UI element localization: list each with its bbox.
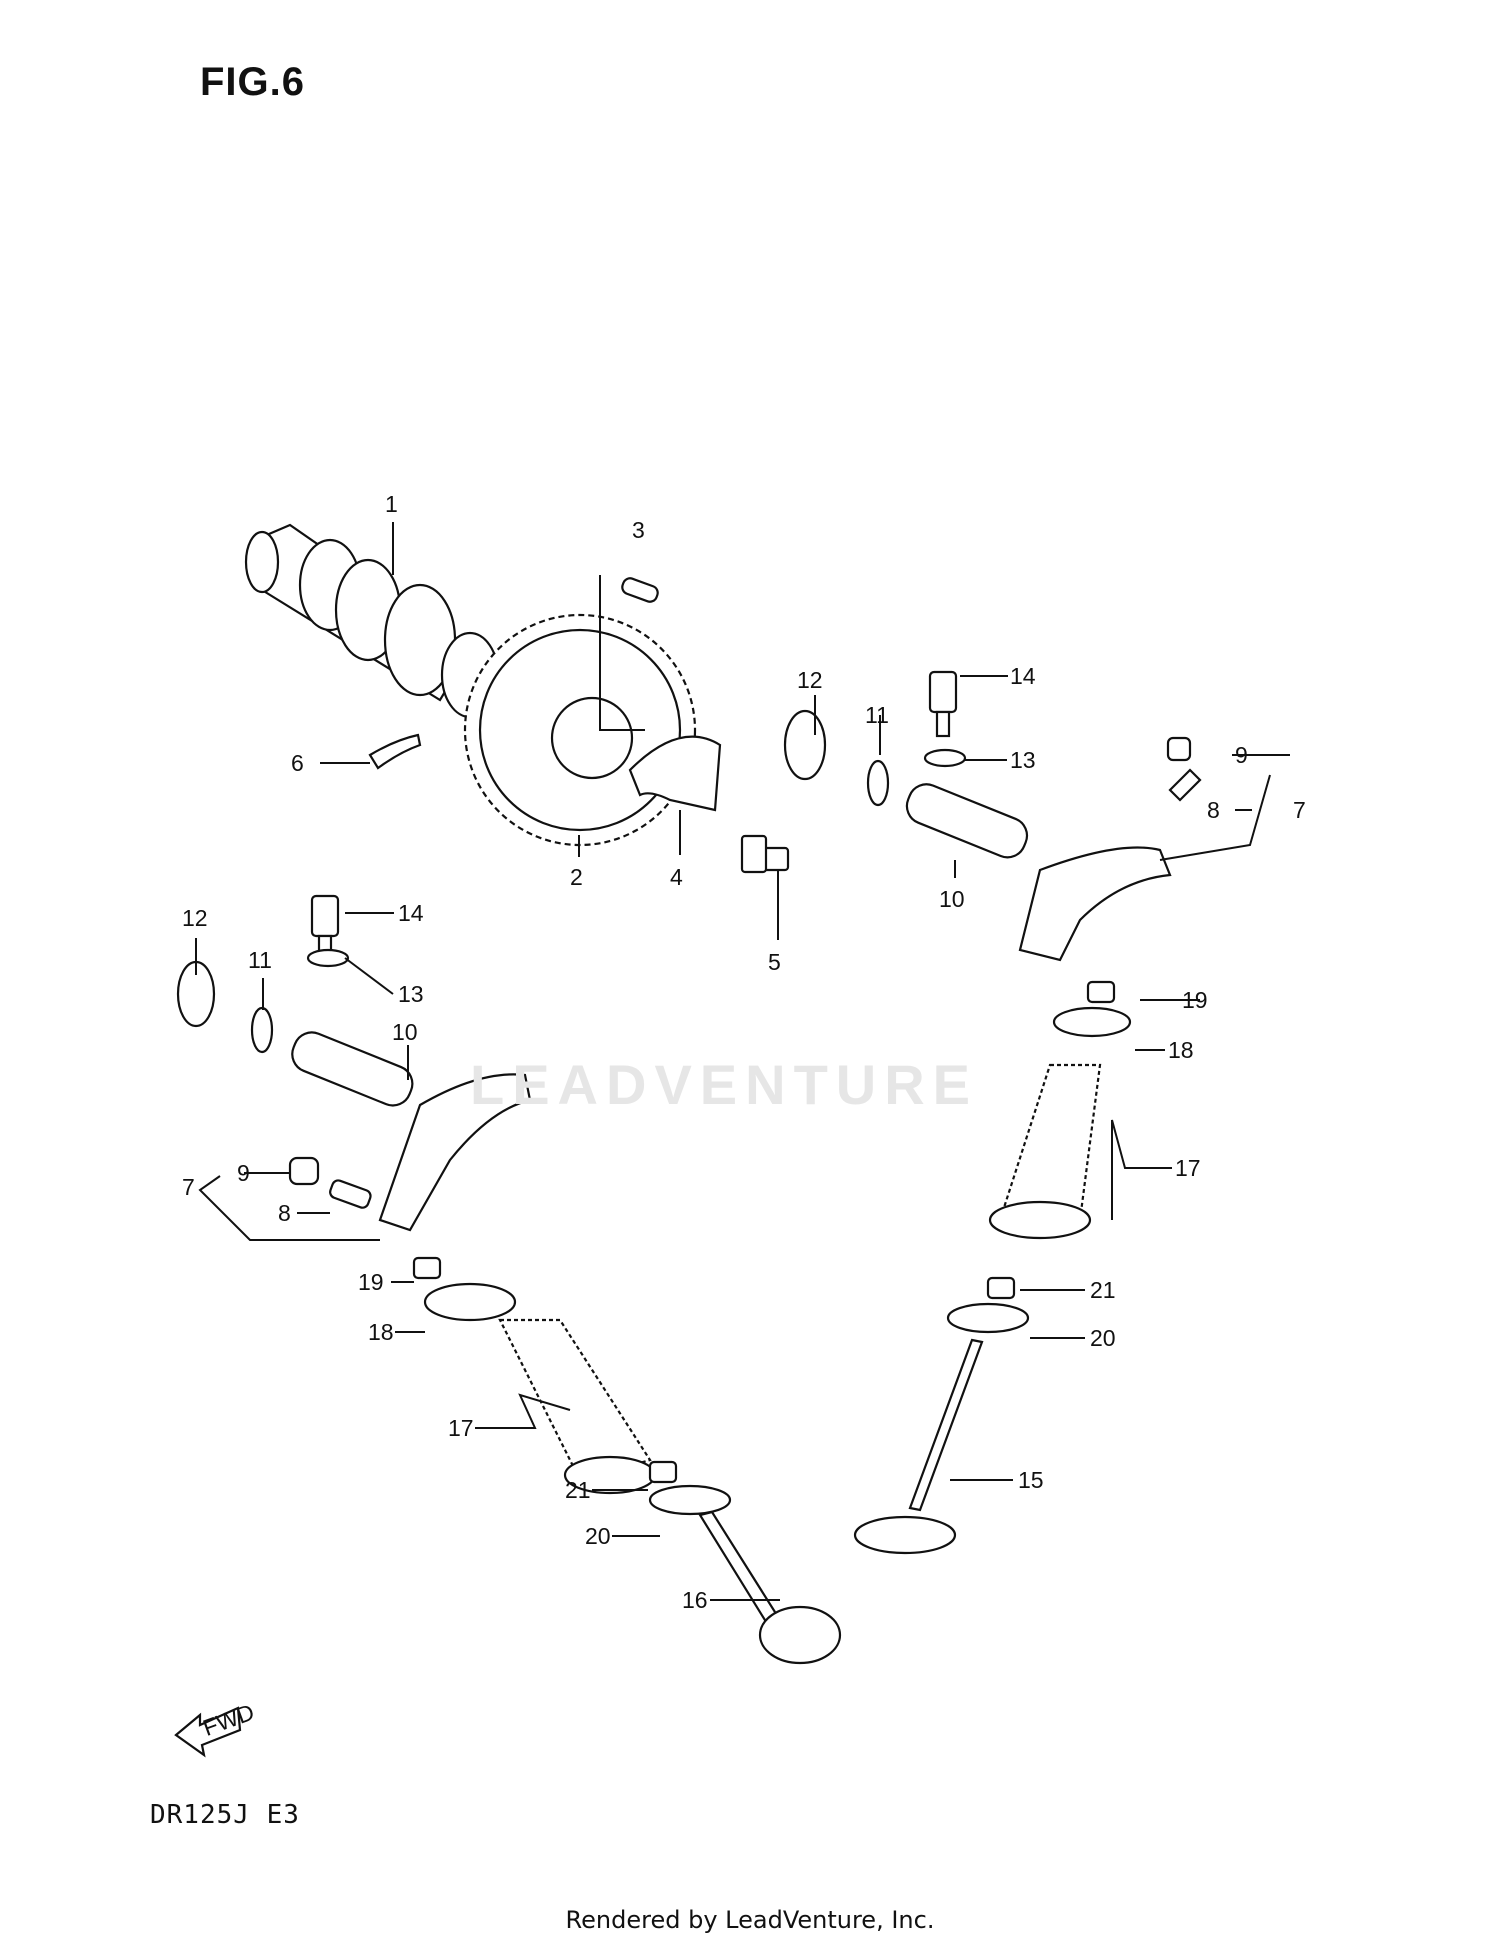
callout-13-left: 13 bbox=[398, 981, 424, 1007]
callout-3: 3 bbox=[632, 517, 645, 543]
callout-17-left: 17 bbox=[448, 1415, 474, 1441]
sprocket-bracket bbox=[628, 735, 722, 812]
callout-11-left: 11 bbox=[248, 947, 272, 973]
callout-19-left: 19 bbox=[358, 1269, 384, 1295]
callout-12-right: 12 bbox=[797, 667, 823, 693]
watermark: LEADVENTURE bbox=[470, 1053, 979, 1116]
cam-clip bbox=[368, 733, 422, 770]
callout-5: 5 bbox=[768, 949, 781, 975]
dowel-pin bbox=[621, 577, 659, 603]
callout-9-left: 9 bbox=[237, 1160, 250, 1186]
callout-10-left: 10 bbox=[392, 1019, 418, 1045]
callout-14-right: 14 bbox=[1010, 663, 1036, 689]
callout-4: 4 bbox=[670, 864, 683, 890]
callout-19-right: 19 bbox=[1182, 987, 1208, 1013]
callout-18-right: 18 bbox=[1168, 1037, 1194, 1063]
callout-13-right: 13 bbox=[1010, 747, 1036, 773]
rocker-assembly-left bbox=[176, 894, 532, 1232]
callout-12-left: 12 bbox=[182, 905, 208, 931]
callout-18-left: 18 bbox=[368, 1319, 394, 1345]
cam-sprocket bbox=[463, 613, 697, 847]
sprocket-bolt bbox=[740, 834, 790, 874]
callout-21-left: 21 bbox=[565, 1477, 591, 1503]
callout-7-left: 7 bbox=[182, 1174, 195, 1200]
callout-labels: 1 2 3 4 5 6 7 8 9 10 11 12 13 14 12 11 1… bbox=[182, 491, 1306, 1741]
callout-20-right: 20 bbox=[1090, 1325, 1116, 1351]
callout-8-left: 8 bbox=[278, 1200, 291, 1226]
callout-20-left: 20 bbox=[585, 1523, 611, 1549]
forward-arrow-icon bbox=[174, 1706, 242, 1758]
callout-21-right: 21 bbox=[1090, 1277, 1116, 1303]
callout-2: 2 bbox=[570, 864, 583, 890]
model-code: DR125J E3 bbox=[150, 1800, 300, 1830]
callout-16: 16 bbox=[682, 1587, 708, 1613]
rocker-assembly-right bbox=[783, 670, 1202, 962]
callout-14-left: 14 bbox=[398, 900, 424, 926]
leader-lines bbox=[195, 522, 1290, 1601]
callout-11-right: 11 bbox=[865, 702, 889, 728]
callout-17-right: 17 bbox=[1175, 1155, 1201, 1181]
callout-1: 1 bbox=[385, 491, 398, 517]
footer-credit: Rendered by LeadVenture, Inc. bbox=[565, 1906, 935, 1934]
callout-8-right: 8 bbox=[1207, 797, 1220, 823]
valve-assembly-left bbox=[412, 1256, 842, 1665]
callout-15: 15 bbox=[1018, 1467, 1044, 1493]
callout-6: 6 bbox=[291, 750, 304, 776]
valve-assembly-right bbox=[853, 980, 1132, 1555]
callout-10-right: 10 bbox=[939, 886, 965, 912]
figure-title: FIG.6 bbox=[200, 60, 306, 104]
callout-7-right: 7 bbox=[1293, 797, 1306, 823]
callout-9-right: 9 bbox=[1235, 742, 1248, 768]
